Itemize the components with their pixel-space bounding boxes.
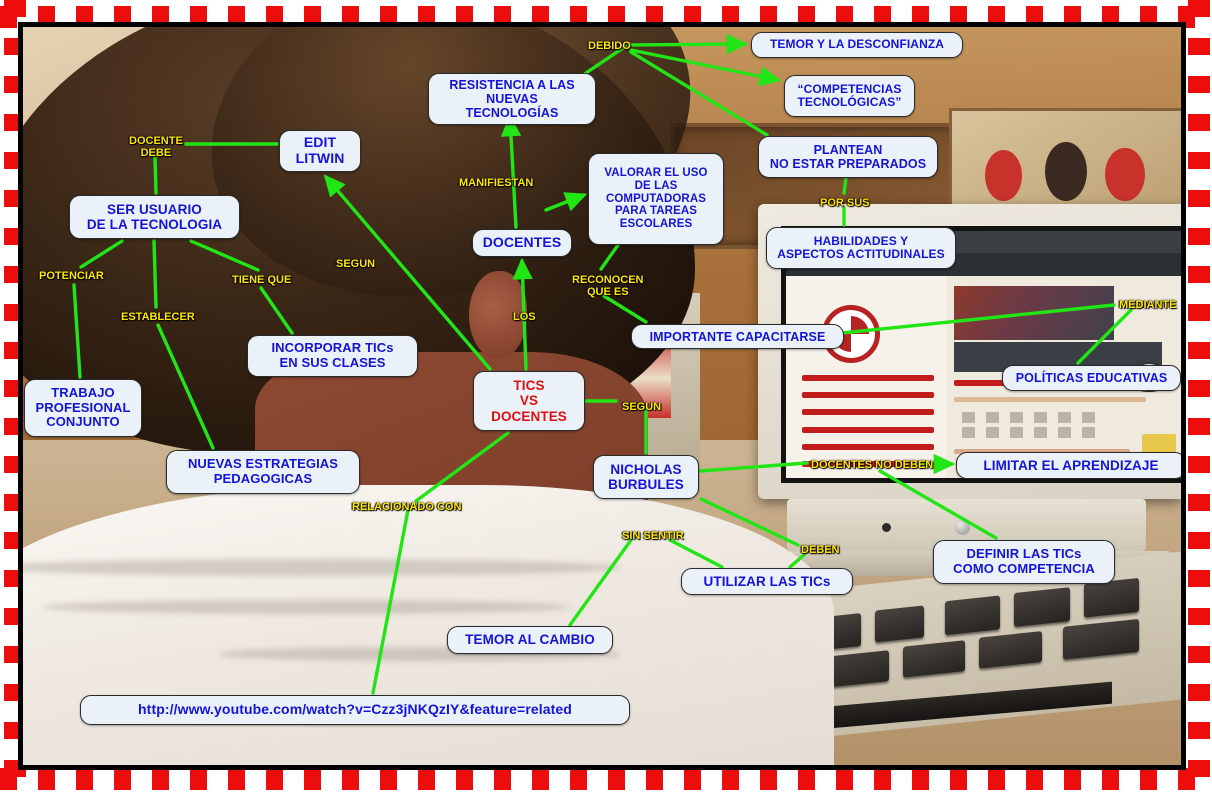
link-label-mediante: MEDIANTE (1119, 299, 1177, 311)
concept-node-tics_vs_docentes[interactable]: TICS VS DOCENTES (473, 371, 585, 431)
link-label-reconocen: RECONOCEN QUE ES (572, 274, 644, 299)
link-label-sin_sentir: SIN SENTIR (622, 530, 684, 542)
connector-line (599, 243, 620, 271)
border-decoration-right (1188, 0, 1210, 793)
link-label-relacionado_con: RELACIONADO CON (352, 501, 462, 513)
link-label-potenciar: POTENCIAR (39, 270, 104, 282)
link-label-deben: DEBEN (801, 544, 840, 556)
connector-line (629, 50, 769, 137)
concept-node-plantean[interactable]: PLANTEAN NO ESTAR PREPARADOS (758, 136, 938, 178)
concept-node-importante_cap[interactable]: IMPORTANTE CAPACITARSE (631, 324, 844, 349)
concept-node-politicas[interactable]: POLÍTICAS EDUCATIVAS (1002, 365, 1181, 391)
concept-node-resistencia[interactable]: RESISTENCIA A LAS NUEVAS TECNOLOGÍAS (428, 73, 596, 125)
concept-node-limitar[interactable]: LIMITAR EL APRENDIZAJE (956, 452, 1181, 479)
connector-line (842, 176, 848, 195)
connector-line (878, 469, 998, 540)
connector-line (840, 303, 1116, 335)
connector-line (259, 286, 294, 335)
connector-lines (72, 33, 1133, 695)
connector-line (1076, 308, 1133, 365)
connector-line (189, 239, 260, 272)
link-label-por_sus: POR SUS (820, 197, 870, 209)
link-label-debido: DEBIDO (588, 40, 631, 52)
concept-node-nicholas[interactable]: NICHOLAS BURBULES (593, 455, 699, 499)
concept-node-valorar_uso[interactable]: VALORAR EL USO DE LAS COMPUTADORAS PARA … (588, 153, 724, 245)
link-label-docente_debe: DOCENTE DEBE (129, 135, 183, 160)
connector-line (602, 294, 648, 324)
link-label-segun_edit: SEGUN (336, 258, 376, 270)
connector-line (629, 33, 749, 55)
concept-node-competencias_tec[interactable]: “COMPETENCIAS TECNOLÓGICAS” (784, 75, 915, 117)
connector-line (544, 192, 588, 212)
concept-map-overlay: TEMOR Y LA DESCONFIANZA “COMPETENCIAS TEC… (23, 27, 1181, 765)
connector-line (153, 155, 158, 195)
concept-node-temor_desconfianza[interactable]: TEMOR Y LA DESCONFIANZA (751, 32, 963, 58)
border-decoration-bottom (0, 768, 1212, 790)
connector-line (156, 323, 215, 450)
link-label-establecer: ESTABLECER (121, 311, 195, 323)
connector-line (512, 257, 533, 371)
connector-line (72, 283, 82, 379)
link-label-los: LOS (513, 311, 536, 323)
concept-node-utilizar_tics[interactable]: UTILIZAR LAS TICs (681, 568, 853, 595)
connector-line (371, 508, 410, 695)
connector-line (568, 538, 633, 627)
concept-node-temor_cambio[interactable]: TEMOR AL CAMBIO (447, 626, 613, 654)
concept-node-incorporar[interactable]: INCORPORAR TICs EN SUS CLASES (247, 335, 418, 377)
connector-line (323, 174, 492, 371)
connector-line (152, 239, 158, 309)
connector-line (581, 44, 628, 77)
concept-node-nuevas_estrategias[interactable]: NUEVAS ESTRATEGIAS PEDAGOGICAS (166, 450, 360, 494)
link-label-tiene_que: TIENE QUE (232, 274, 292, 286)
concept-node-url[interactable]: http://www.youtube.com/watch?v=Czz3jNKQz… (80, 695, 630, 725)
connector-line (668, 538, 724, 569)
connector-line (698, 461, 809, 473)
concept-node-edit_litwin[interactable]: EDIT LITWIN (279, 130, 361, 172)
connector-line (699, 497, 800, 547)
link-label-manifiestan: MANIFIESTAN (459, 177, 534, 189)
connector-line (79, 239, 124, 269)
concept-node-habilidades[interactable]: HABILIDADES Y ASPECTOS ACTITUDINALES (766, 227, 956, 269)
concept-node-definir_tics[interactable]: DEFINIR LAS TICs COMO COMPETENCIA (933, 540, 1115, 584)
connector-line (500, 114, 522, 229)
link-label-docentes_no_deben: DOCENTES NO DEBEN (811, 459, 934, 471)
concept-map-canvas: TEMOR Y LA DESCONFIANZA “COMPETENCIAS TEC… (18, 22, 1186, 770)
connector-line (414, 431, 510, 503)
link-label-segun_nicholas: SEGUN (622, 401, 662, 413)
concept-node-ser_usuario[interactable]: SER USUARIO DE LA TECNOLOGIA (69, 195, 240, 239)
concept-node-trabajo_prof[interactable]: TRABAJO PROFESIONAL CONJUNTO (24, 379, 142, 437)
connector-line (788, 553, 806, 569)
concept-node-docentes[interactable]: DOCENTES (472, 229, 572, 257)
connector-line (629, 48, 782, 87)
